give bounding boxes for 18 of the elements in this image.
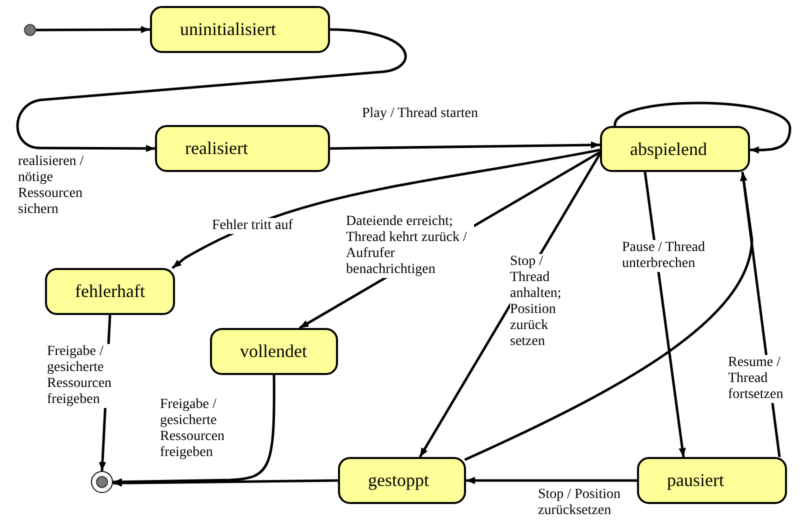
transition-arrow: [466, 476, 637, 484]
transition-arrow: [112, 479, 338, 487]
state-box: uninitialisiert: [150, 6, 330, 53]
final-state-symbol: [91, 471, 113, 493]
transition-arrow: [16, 28, 406, 152]
state-box: vollendet: [210, 328, 338, 375]
transition-arrow: [36, 26, 150, 34]
state-box: fehlerhaft: [45, 268, 175, 315]
edge-label: Dateiende erreicht; Thread kehrt zurück / Aufrufer benachrichtigen: [346, 214, 474, 278]
transition-arrow: [644, 172, 686, 458]
state-box: realisiert: [155, 125, 330, 172]
transition-arrow: [172, 148, 600, 269]
state-box: abspielend: [600, 126, 750, 172]
edge-label: Fehler tritt auf: [212, 218, 294, 234]
state-box: gestoppt: [338, 457, 466, 504]
state-box: pausiert: [637, 457, 787, 504]
transition-arrow: [614, 102, 792, 154]
transition-arrow: [330, 141, 600, 150]
